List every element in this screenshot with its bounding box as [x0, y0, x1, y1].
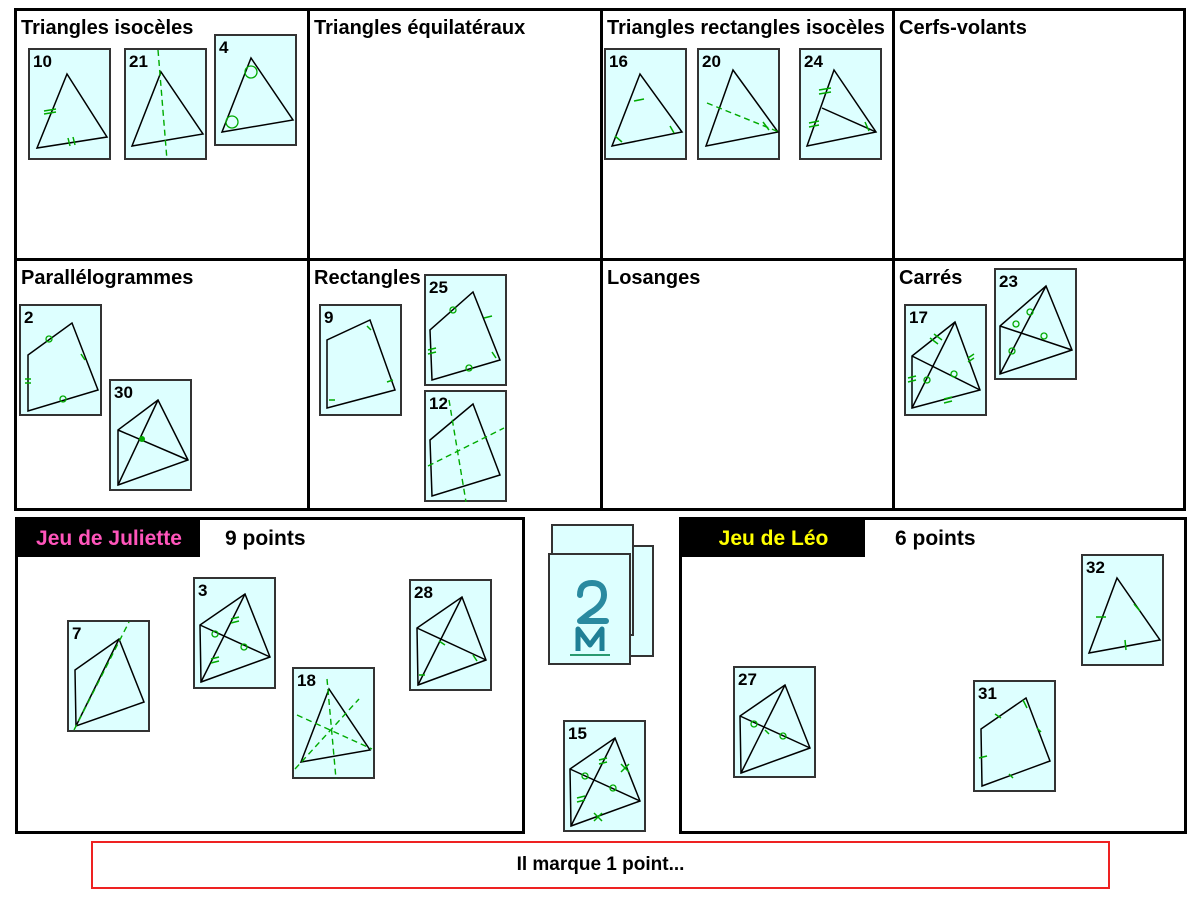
- shape-card-3[interactable]: 3: [193, 577, 276, 689]
- deck-card-top[interactable]: [548, 553, 631, 665]
- shape-card-10[interactable]: 10: [28, 48, 111, 160]
- player-name: Jeu de Léo: [682, 520, 865, 557]
- category-title: Rectangles: [314, 267, 421, 289]
- category-zone[interactable]: Triangles équilatéraux: [307, 8, 603, 261]
- card-number: 24: [804, 52, 823, 71]
- shape-card-17[interactable]: 17: [904, 304, 987, 416]
- card-number: 9: [324, 308, 334, 327]
- card-number: 17: [909, 308, 928, 327]
- shape-figure: [220, 56, 295, 133]
- card-number: 18: [297, 671, 316, 690]
- shape-figure: [739, 683, 811, 775]
- shape-card-27[interactable]: 27: [733, 666, 816, 778]
- shape-figure: [1087, 576, 1162, 654]
- shape-card-21[interactable]: 21: [124, 48, 207, 160]
- shape-card-7[interactable]: 7: [67, 620, 150, 732]
- shape-card-16[interactable]: 16: [604, 48, 687, 160]
- shape-card-15[interactable]: 15: [563, 720, 646, 832]
- category-title: Triangles isocèles: [21, 17, 194, 39]
- card-number: 15: [568, 724, 587, 743]
- category-title: Triangles équilatéraux: [314, 17, 526, 39]
- card-number: 32: [1086, 558, 1105, 577]
- shape-card-20[interactable]: 20: [697, 48, 780, 160]
- category-title: Triangles rectangles isocèles: [607, 17, 885, 39]
- category-title: Carrés: [899, 267, 963, 289]
- card-number: 20: [702, 52, 721, 71]
- card-number: 28: [414, 583, 433, 602]
- category-title: Parallélogrammes: [21, 267, 194, 289]
- shape-figure: [907, 320, 981, 409]
- shape-figure: [25, 321, 99, 413]
- shape-card-18[interactable]: 18: [292, 667, 375, 779]
- shape-card-32[interactable]: 32: [1081, 554, 1164, 666]
- card-number: 30: [114, 383, 133, 402]
- card-number: 16: [609, 52, 628, 71]
- status-message: Il marque 1 point...: [91, 841, 1110, 889]
- shape-figure: [704, 68, 780, 147]
- shape-figure: [805, 68, 878, 147]
- card-number: 23: [999, 272, 1018, 291]
- shape-figure: [73, 621, 145, 731]
- shape-figure: [35, 72, 109, 149]
- shape-figure: [130, 49, 205, 160]
- card-number: 31: [978, 684, 997, 703]
- card-number: 12: [429, 394, 448, 413]
- player-score: 6 points: [895, 527, 976, 550]
- player-score: 9 points: [225, 527, 306, 550]
- card-number: 21: [129, 52, 148, 71]
- card-number: 4: [219, 38, 229, 57]
- category-title: Cerfs-volants: [899, 17, 1027, 39]
- shape-card-25[interactable]: 25: [424, 274, 507, 386]
- shape-figure: [427, 290, 502, 381]
- shape-figure: [199, 592, 271, 684]
- category-title: Losanges: [607, 267, 701, 289]
- shape-card-12[interactable]: 12: [424, 390, 507, 502]
- shape-figure: [569, 736, 641, 828]
- card-number: 25: [429, 278, 448, 297]
- shape-figure: [427, 399, 505, 502]
- card-number: 2: [24, 308, 34, 327]
- shape-figure: [294, 678, 373, 779]
- player-name: Jeu de Juliette: [18, 520, 200, 557]
- shape-card-24[interactable]: 24: [799, 48, 882, 160]
- shape-card-23[interactable]: 23: [994, 268, 1077, 380]
- shape-figure: [999, 284, 1073, 376]
- shape-figure: [326, 318, 396, 409]
- shape-figure: [610, 72, 684, 148]
- shape-figure: [416, 595, 487, 687]
- card-number: 3: [198, 581, 208, 600]
- shape-card-30[interactable]: 30: [109, 379, 192, 491]
- shape-figure: [978, 696, 1051, 788]
- deck-logo-icon: [570, 580, 610, 656]
- card-number: 7: [72, 624, 82, 643]
- category-zone[interactable]: Losanges: [600, 258, 895, 511]
- category-zone[interactable]: Cerfs-volants: [892, 8, 1186, 261]
- shape-card-9[interactable]: 9: [319, 304, 402, 416]
- card-number: 10: [33, 52, 52, 71]
- shape-figure: [117, 398, 190, 487]
- shape-card-4[interactable]: 4: [214, 34, 297, 146]
- shape-card-2[interactable]: 2: [19, 304, 102, 416]
- shape-card-31[interactable]: 31: [973, 680, 1056, 792]
- card-number: 27: [738, 670, 757, 689]
- shape-card-28[interactable]: 28: [409, 579, 492, 691]
